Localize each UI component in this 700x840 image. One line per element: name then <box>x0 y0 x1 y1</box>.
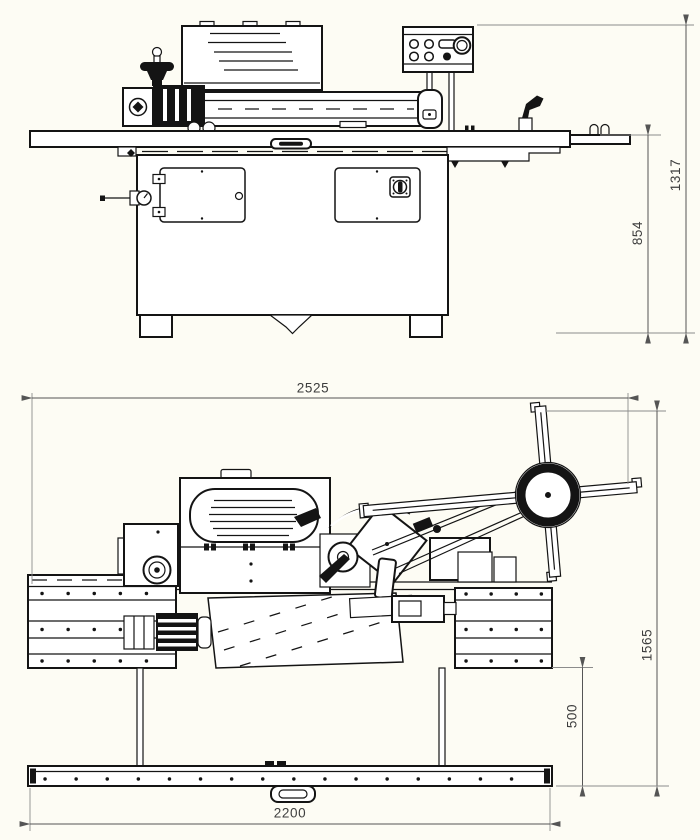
front-view: 854 1317 <box>29 14 695 344</box>
dim-label-total-height: 1317 <box>668 159 683 191</box>
pulley-unit <box>117 523 179 587</box>
dimension-base-width: 2200 <box>19 788 561 831</box>
foot <box>409 314 443 338</box>
dimension-total-depth: 1565 <box>545 400 666 797</box>
motor-hood-plan <box>179 468 331 594</box>
clamp-lever <box>522 95 544 118</box>
feed-motor-plan <box>123 613 212 651</box>
left-door <box>152 167 246 223</box>
extension-bracket <box>446 146 561 162</box>
cabinet <box>100 154 449 338</box>
dim-label-total-width: 2525 <box>297 381 329 396</box>
door-knob <box>234 191 244 201</box>
panel-button <box>423 51 435 62</box>
clamp-lever <box>294 508 321 527</box>
support-legs <box>136 667 446 769</box>
pressure-gauge <box>100 190 152 206</box>
dimension-total-width: 2525 <box>21 381 639 584</box>
dimension-table-height: 854 <box>600 124 661 344</box>
dim-label-base-width: 2200 <box>274 806 306 821</box>
foot <box>139 314 173 338</box>
base-rail <box>27 761 553 803</box>
dim-label-total-depth: 1565 <box>640 629 655 661</box>
panel-button-dark <box>443 52 451 61</box>
motor-hood <box>181 20 323 91</box>
panel-button <box>408 38 420 50</box>
worktable <box>29 95 631 172</box>
handwheel <box>140 46 174 86</box>
electrical-panel <box>334 167 421 223</box>
guide-beam <box>122 85 443 135</box>
band-reel <box>358 401 643 583</box>
plan-view: 2525 1565 500 2200 <box>19 381 669 831</box>
panel-button <box>408 51 420 62</box>
reel-hub <box>545 492 551 498</box>
dim-label-table-height: 854 <box>630 221 645 245</box>
dim-label-outrigger-depth: 500 <box>565 704 580 728</box>
dimension-outrigger-depth: 500 <box>552 657 593 797</box>
panel-button <box>423 38 435 50</box>
bed-rails-right <box>454 587 553 669</box>
release-lever <box>319 554 350 583</box>
dust-chute <box>268 314 314 335</box>
dimension-total-height: 1317 <box>477 14 694 344</box>
